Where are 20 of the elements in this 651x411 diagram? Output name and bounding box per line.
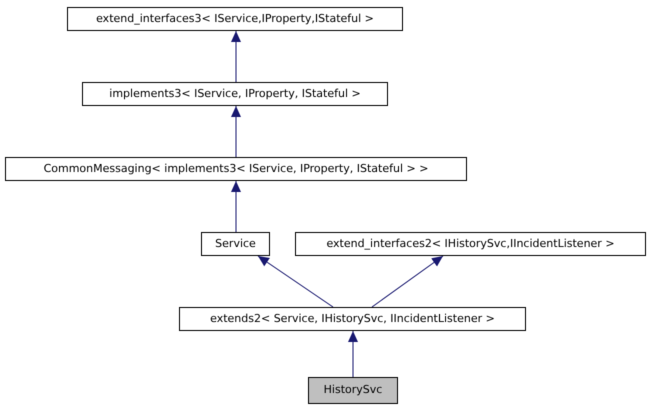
arrow <box>231 30 241 82</box>
class-box <box>295 232 646 256</box>
arrow <box>231 180 241 232</box>
class-name: extend_interfaces3< IService,IProperty,IStateful > <box>96 10 374 27</box>
class-name: CommonMessaging< implements3< IService, IProperty, IStateful > > <box>44 160 428 177</box>
class-box <box>201 232 270 256</box>
class-name: extends2< Service, IHistorySvc, IIncidentListener > <box>210 310 495 327</box>
class-box <box>67 7 403 31</box>
class-box <box>82 82 388 106</box>
arrow <box>258 256 334 308</box>
class-name: HistorySvc <box>324 382 382 398</box>
class-name: extend_interfaces2< IHistorySvc,IIncidentListener > <box>326 236 615 252</box>
class-box <box>179 307 526 331</box>
arrow <box>348 330 358 378</box>
class-box <box>5 157 467 181</box>
class-name: Service <box>215 236 256 252</box>
arrow <box>231 106 241 158</box>
class-box <box>308 377 398 404</box>
arrow <box>372 256 444 308</box>
class-name: implements3< IService, IProperty, IStateful > <box>109 86 361 102</box>
